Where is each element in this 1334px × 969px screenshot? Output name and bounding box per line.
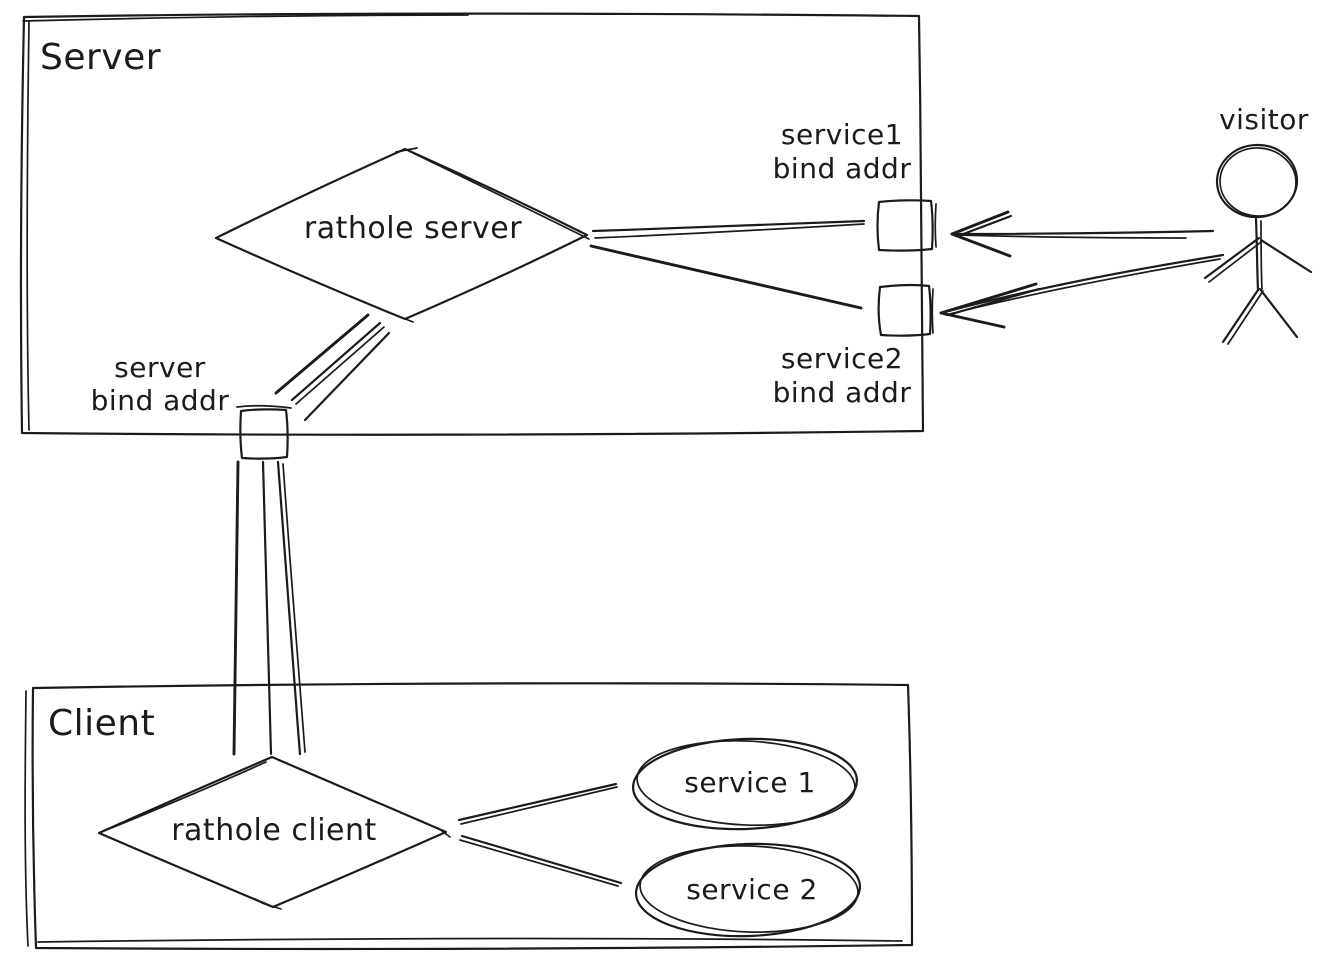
link-server-to-service2 xyxy=(589,244,863,310)
service1-bind-square-double xyxy=(934,203,937,248)
link-line xyxy=(460,834,623,885)
server-bind-square-double xyxy=(236,404,292,409)
rathole-server-label: rathole server xyxy=(303,211,523,246)
service2-bind-square-outline xyxy=(877,283,932,337)
tunnel-line-1 xyxy=(274,313,370,395)
rathole-server-diamond-top-overshoot xyxy=(395,147,418,153)
visitor-arm-left-double xyxy=(1208,241,1262,283)
service1-bind-addr-line1: service1 xyxy=(780,118,904,151)
service2-bind-square-double xyxy=(931,288,934,334)
server-bind-addr-line1: server xyxy=(114,351,206,384)
service2-bind-square xyxy=(877,283,934,337)
visitor-head xyxy=(1215,143,1299,219)
arrow-head-upper-double xyxy=(946,287,1041,317)
tunnel-line-1 xyxy=(232,460,240,756)
server-box-outline xyxy=(19,12,925,436)
client-box-bottom-edge-double xyxy=(37,937,903,943)
server-box-top-edge-double xyxy=(22,14,469,22)
rathole-server-diamond-bottom-overshoot xyxy=(392,313,414,323)
visitor-arm-right xyxy=(1259,238,1313,274)
service1-bind-addr-line2: bind addr xyxy=(772,152,912,185)
visitor-leg-left-double xyxy=(1227,290,1264,345)
rathole-server-diamond-double-edge xyxy=(412,152,590,240)
rathole-client-label: rathole client xyxy=(171,813,377,848)
tunnel-line-2 xyxy=(290,321,382,402)
service2-ellipse xyxy=(634,842,862,938)
server-bind-addr-label: server bind addr xyxy=(91,351,230,417)
client-box-left-edge-double xyxy=(24,690,29,947)
visitor-figure xyxy=(1203,143,1313,345)
arrow-head-lower xyxy=(950,232,1012,258)
arrow-shaft xyxy=(951,229,1215,236)
arrow-shaft-double xyxy=(945,258,1221,316)
visitor-body-double xyxy=(1260,220,1263,290)
service1-ellipse xyxy=(631,737,859,831)
server-bind-square-outline xyxy=(239,408,289,460)
service1-ellipse-double xyxy=(636,739,856,827)
link-line-double xyxy=(459,839,619,887)
service1-label: service 1 xyxy=(684,766,816,799)
rathole-server-diamond xyxy=(214,147,590,323)
link-server-to-service1 xyxy=(591,219,866,239)
tunnel-line-3 xyxy=(303,331,391,422)
service2-bind-addr-label: service2 bind addr xyxy=(773,342,912,410)
server-bind-square xyxy=(236,404,292,460)
service1-ellipse-outline xyxy=(631,737,859,831)
link-line-double xyxy=(594,223,865,239)
service2-label: service 2 xyxy=(686,873,818,906)
tunnel-lines-bindaddr-to-client xyxy=(232,460,306,756)
arrow-head-upper xyxy=(950,210,1010,236)
tunnel-lines-server-to-bindaddr xyxy=(274,313,391,422)
client-box xyxy=(24,682,914,951)
link-line-double xyxy=(460,786,618,825)
arrow-head-upper-double xyxy=(956,214,1013,238)
service2-ellipse-double xyxy=(639,845,859,933)
rathole-client-diamond-bottom-overshoot xyxy=(261,902,282,910)
service1-bind-square xyxy=(876,199,937,252)
visitor-arm-left xyxy=(1203,236,1261,280)
client-box-outline xyxy=(31,682,914,951)
client-box-label: Client xyxy=(48,703,156,744)
service1-bind-addr-label: service1 bind addr xyxy=(773,118,912,186)
arrow-shaft xyxy=(939,253,1225,315)
visitor-label: visitor xyxy=(1219,103,1309,136)
server-box-label: Server xyxy=(40,37,162,78)
rathole-client-diamond xyxy=(97,755,451,910)
service1-bind-square-outline xyxy=(876,199,934,252)
arrow-visitor-to-service2 xyxy=(939,253,1225,329)
arrow-visitor-to-service1 xyxy=(950,210,1215,258)
arrow-shaft-double xyxy=(957,234,1187,239)
arrow-head-lower xyxy=(939,311,1006,329)
server-box xyxy=(19,12,925,436)
link-client-to-service1 xyxy=(457,782,618,825)
service2-bind-addr-line1: service2 xyxy=(780,342,904,375)
link-line xyxy=(589,244,863,310)
link-line xyxy=(591,219,866,233)
link-line xyxy=(457,782,618,822)
visitor-leg-right xyxy=(1258,287,1299,339)
tunnel-line-3-double xyxy=(282,463,306,753)
tunnel-line-2 xyxy=(261,460,273,756)
tunnel-line-2-double xyxy=(295,326,385,405)
service2-ellipse-outline xyxy=(634,842,862,938)
rathole-server-diamond-outline xyxy=(214,147,589,321)
visitor-head-double xyxy=(1219,147,1297,217)
arrow-head-upper xyxy=(939,282,1038,315)
rathole-client-diamond-outline xyxy=(97,755,448,909)
server-box-left-edge-double xyxy=(26,20,30,431)
service2-bind-addr-line2: bind addr xyxy=(772,376,912,409)
rathole-client-diamond-right-overshoot xyxy=(437,827,451,838)
link-client-to-service2 xyxy=(459,834,623,887)
visitor-leg-left xyxy=(1221,288,1260,344)
visitor-body xyxy=(1254,217,1260,292)
server-bind-addr-line2: bind addr xyxy=(90,384,230,417)
rathole-client-diamond-double-edge xyxy=(103,761,267,832)
tunnel-line-3 xyxy=(276,460,302,756)
